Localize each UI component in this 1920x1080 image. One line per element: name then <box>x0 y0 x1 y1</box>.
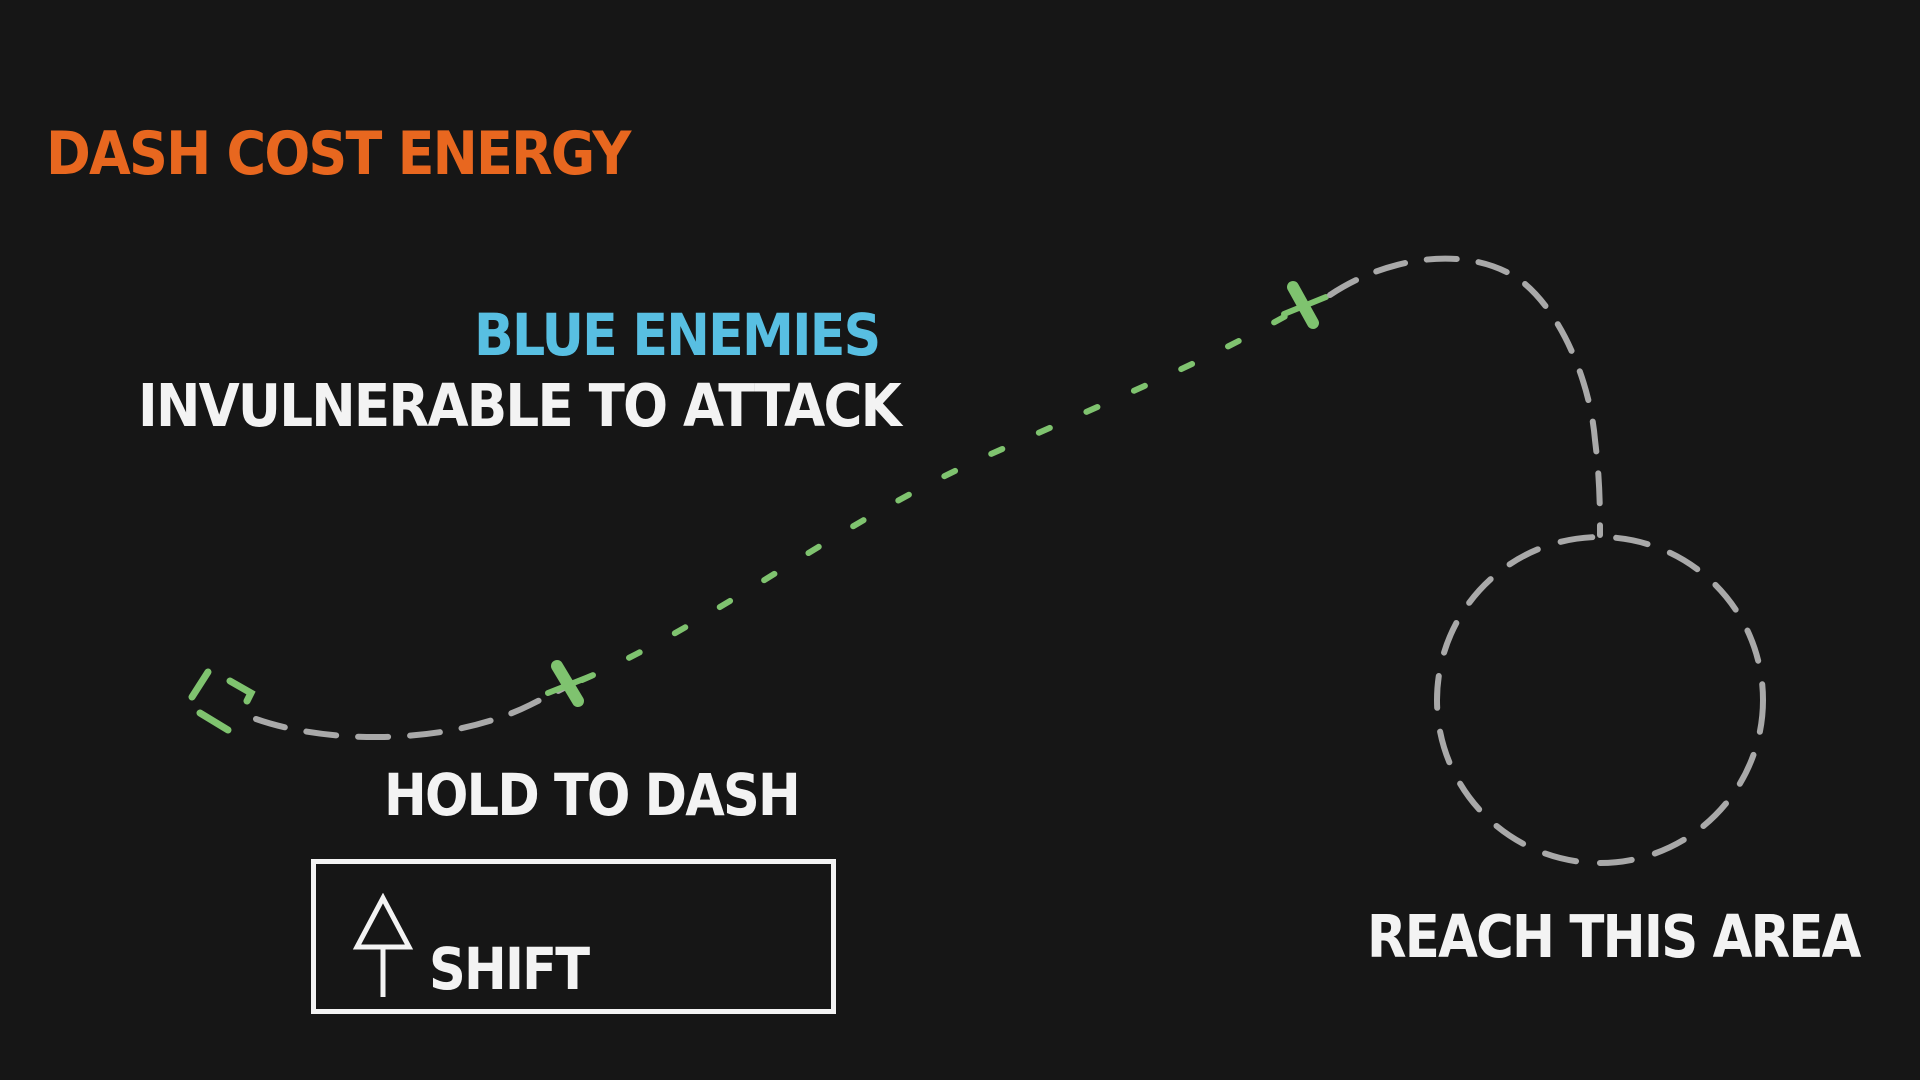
shift-key-prompt: SHIFT <box>311 859 836 1014</box>
walk-path-end <box>1327 255 1603 538</box>
start-bracket-arm-2 <box>226 677 256 705</box>
dash-path <box>579 305 1303 683</box>
goal-area-circle <box>1434 534 1766 866</box>
dash-start-marker <box>545 660 594 707</box>
enemy-type-label: BLUE ENEMIES <box>474 301 881 369</box>
start-bracket-arm-1 <box>188 668 212 701</box>
hold-instruction: HOLD TO DASH <box>384 761 801 829</box>
energy-note: DASH COST ENERGY <box>46 119 631 189</box>
start-bracket-arm-3 <box>196 709 232 734</box>
start-bracket-icon <box>188 668 256 734</box>
goal-instruction: REACH THIS AREA <box>1367 902 1861 971</box>
walk-path-start <box>253 683 571 740</box>
shift-key-label: SHIFT <box>429 935 590 1003</box>
enemy-note: INVULNERABLE TO ATTACK <box>138 371 902 440</box>
shift-arrow-icon <box>352 893 414 997</box>
dash-end-marker <box>1281 281 1329 329</box>
